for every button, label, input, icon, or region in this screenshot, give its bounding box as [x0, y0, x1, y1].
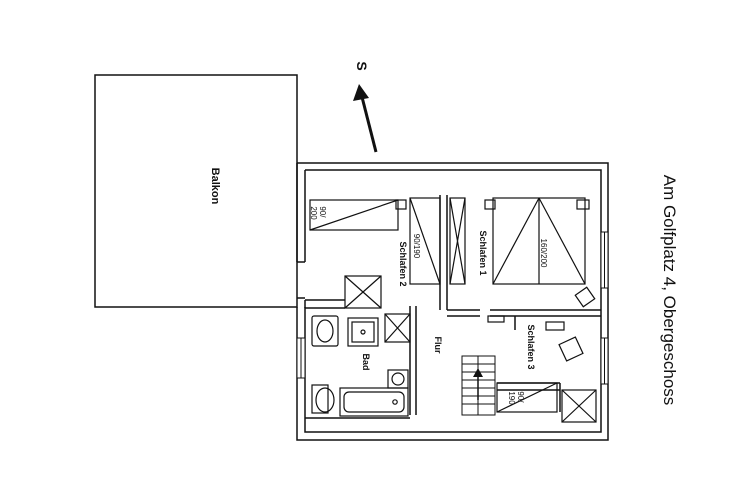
bed-label-90-190-b: 90/ 190 — [507, 391, 525, 405]
wardrobes — [344, 197, 597, 423]
bed-label-90-190-a: 90/190 — [412, 234, 421, 259]
bathroom-fixtures — [311, 315, 409, 417]
bed-90-190-a — [409, 197, 441, 285]
room-label-schlafen-3: Schlafen 3 — [526, 324, 536, 369]
bed-label-160-200: 160/200 — [539, 239, 548, 268]
bed-90-190-b — [496, 382, 558, 413]
furniture — [395, 199, 596, 362]
compass-arrow-icon — [353, 84, 378, 153]
room-label-schlafen-1: Schlafen 1 — [478, 230, 488, 275]
stair-arrow-icon — [473, 368, 483, 400]
bed-label-90-200-line2: 200 — [309, 206, 318, 220]
bed-label-90-190-b-line2: 190 — [507, 391, 516, 405]
room-label-schlafen-2: Schlafen 2 — [398, 241, 408, 286]
bed-label-90-200-line1: 90/ — [318, 206, 327, 218]
room-label-bad: Bad — [361, 353, 371, 370]
outer-walls — [296, 162, 609, 441]
beds — [309, 197, 586, 413]
compass-label: S — [354, 61, 370, 70]
bed-90-200 — [309, 199, 399, 231]
balcony-outline — [94, 74, 298, 308]
bed-label-90-190-b-line1: 90/ — [516, 391, 525, 403]
room-label-flur: Flur — [433, 337, 443, 354]
bed-label-90-200: 90/ 200 — [309, 206, 327, 220]
windows — [296, 231, 609, 385]
room-label-balkon: Balkon — [209, 168, 221, 205]
plan-title: Am Golfplatz 4, Obergeschoss — [660, 175, 679, 406]
